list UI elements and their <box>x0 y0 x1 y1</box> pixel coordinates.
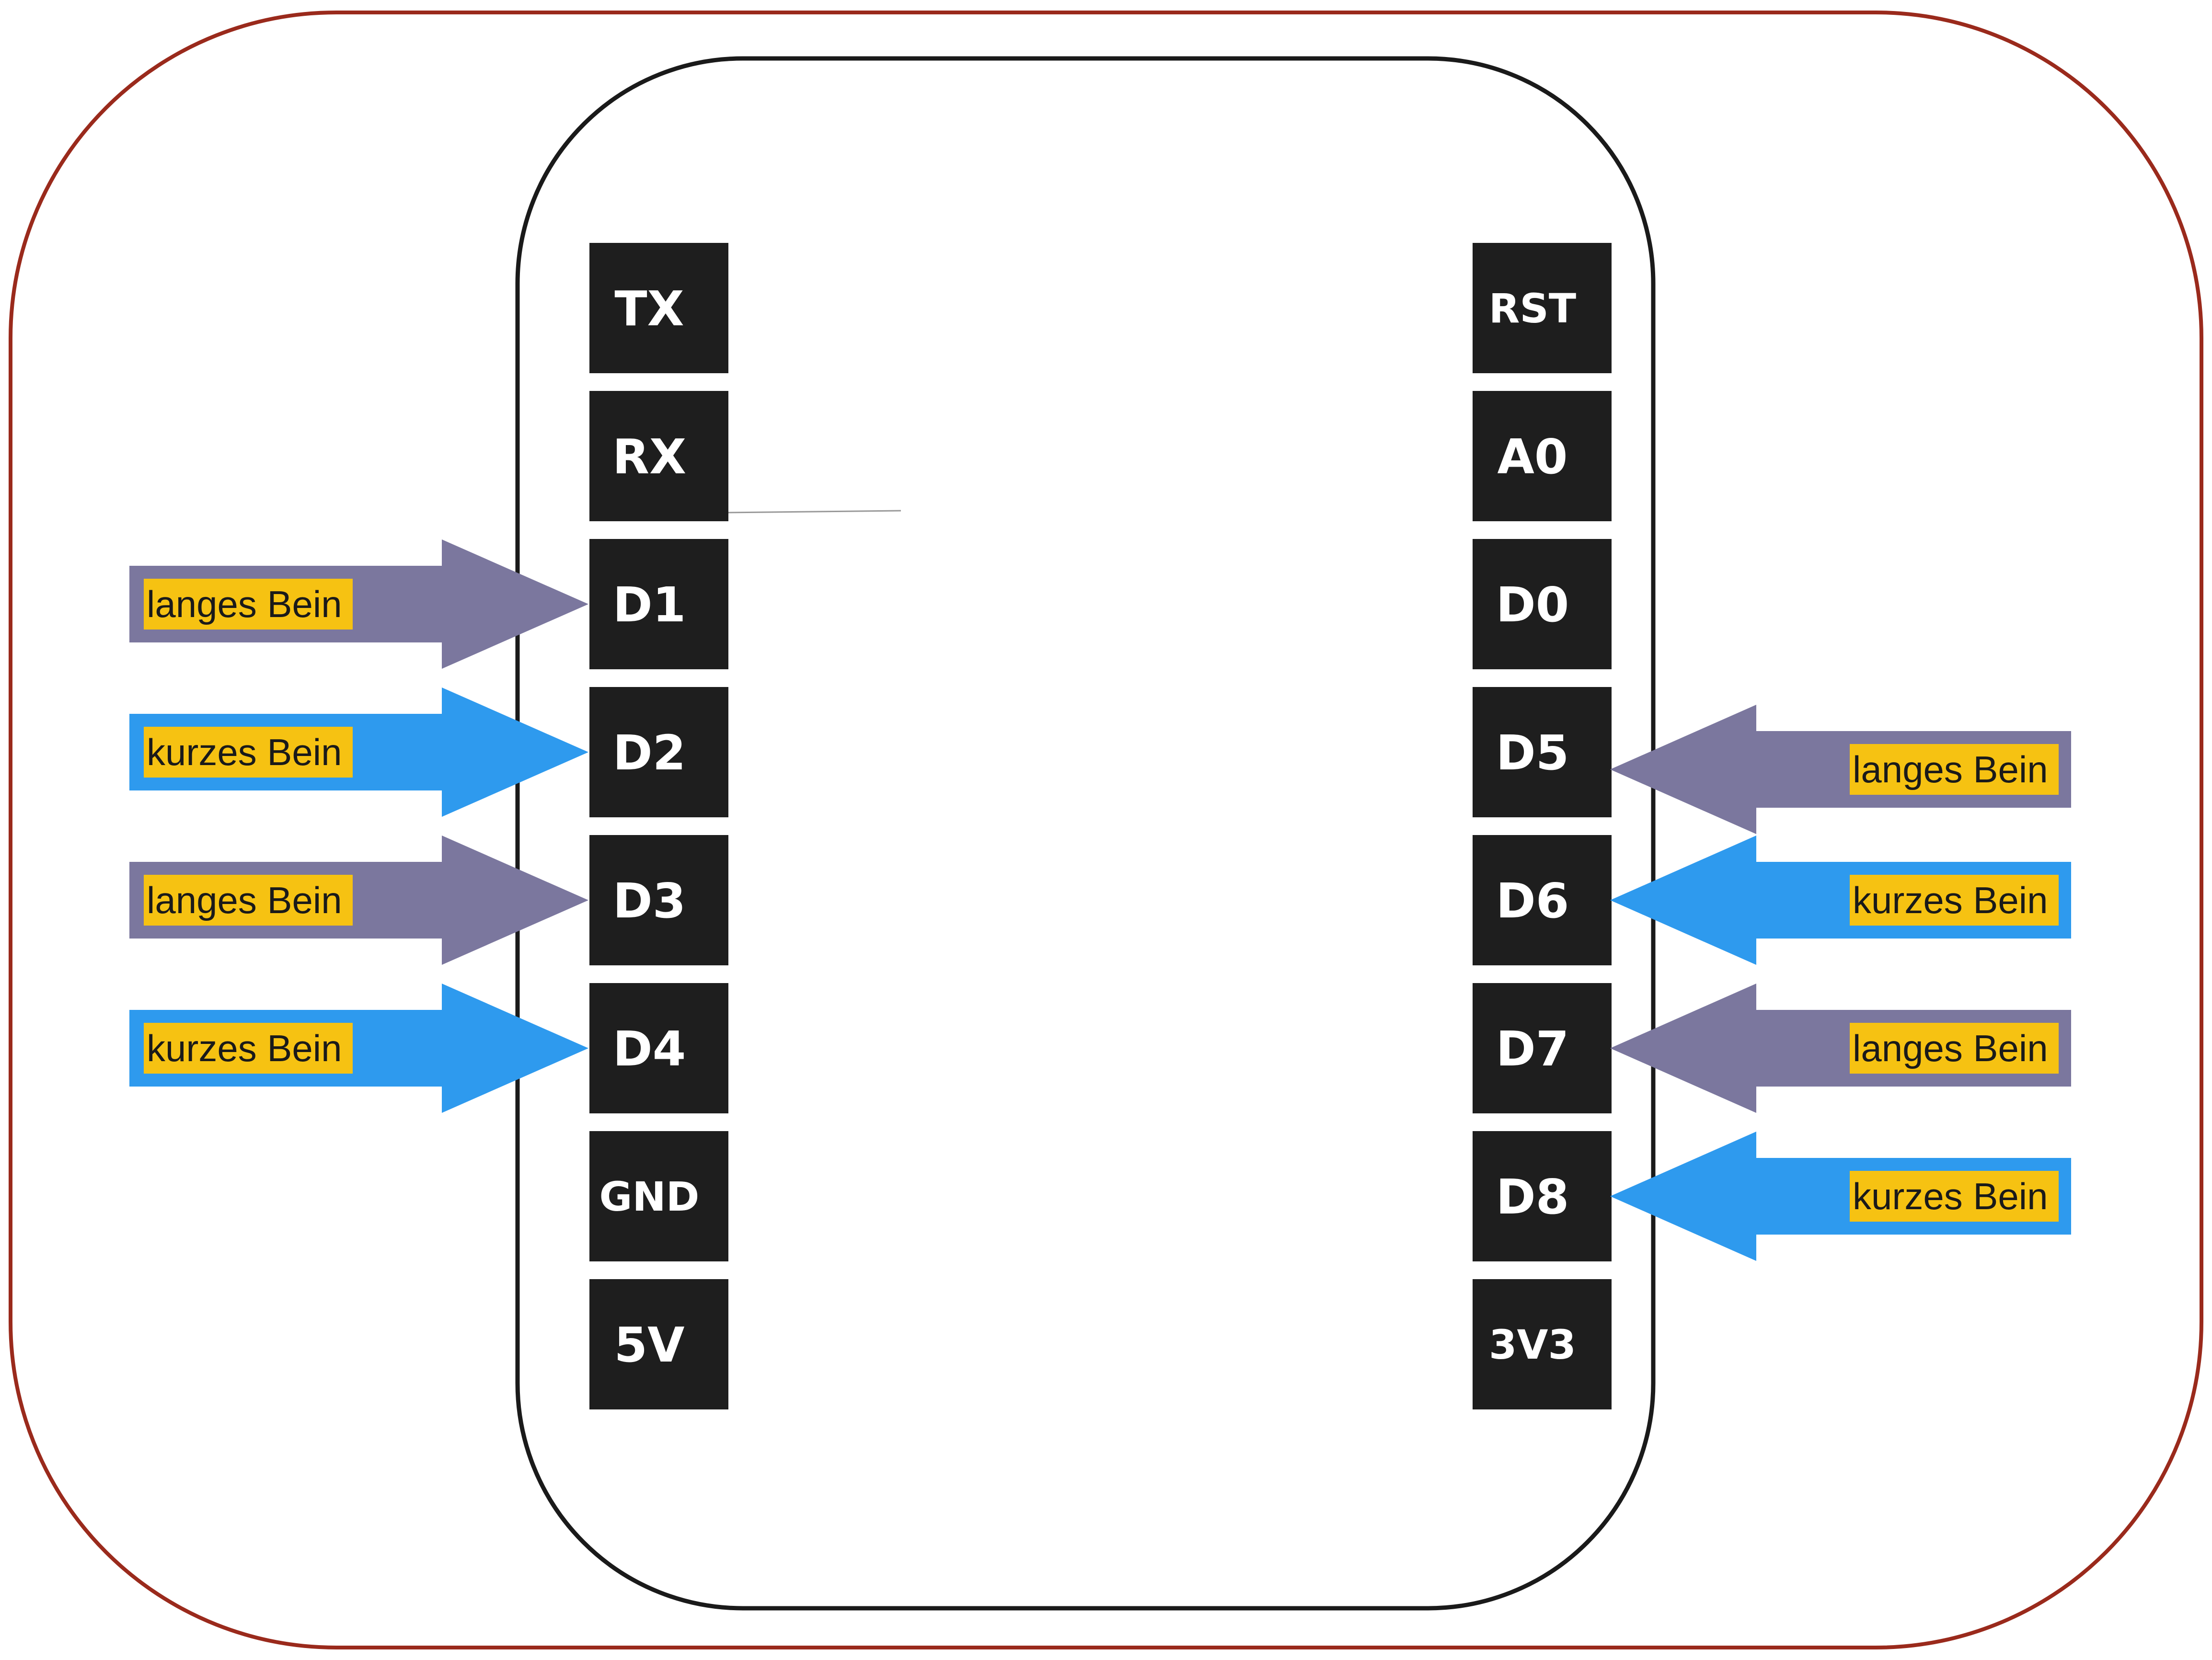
pin-rx: RX <box>589 391 728 521</box>
pin-box <box>1473 835 1612 965</box>
pin-box <box>589 983 728 1113</box>
label-highlight <box>144 579 353 630</box>
pin-label: D5 <box>1496 725 1569 781</box>
arrow-label: kurzes Bein <box>147 1027 342 1069</box>
arrow-label: kurzes Bein <box>1853 1175 2048 1217</box>
pin-box <box>1473 391 1612 521</box>
arrow-label: kurzes Bein <box>1853 879 2048 921</box>
pin-d1: D1 <box>589 539 728 669</box>
arrow-label: langes Bein <box>1853 748 2048 790</box>
long-leg-arrow <box>129 539 588 669</box>
label-highlight <box>144 875 353 926</box>
pin-box <box>1473 1131 1612 1261</box>
pin-d0: D0 <box>1473 539 1612 669</box>
label-highlight <box>144 727 353 778</box>
pin-rst: RST <box>1473 243 1612 373</box>
short-leg-arrow <box>129 984 588 1113</box>
pin-label: 3V3 <box>1489 1321 1576 1368</box>
pin-5v: 5V <box>589 1279 728 1409</box>
pin-label: D2 <box>613 725 686 781</box>
long-leg-arrow <box>129 836 588 965</box>
pin-d3: D3 <box>589 835 728 965</box>
pin-d2: D2 <box>589 687 728 817</box>
pin-label: 5V <box>614 1317 685 1373</box>
pin-box <box>1473 539 1612 669</box>
pin-label: D1 <box>613 577 686 633</box>
pin-box <box>589 835 728 965</box>
pin-box <box>589 687 728 817</box>
pin-label: D3 <box>613 873 686 929</box>
pin-box <box>1473 687 1612 817</box>
pin-box <box>1473 1279 1612 1409</box>
arrow-label: langes Bein <box>147 583 342 625</box>
pin-box <box>1473 983 1612 1113</box>
short-leg-arrow <box>1610 1132 2071 1261</box>
label-highlight <box>1850 744 2059 795</box>
pin-label: D0 <box>1496 577 1569 633</box>
pin-label: GND <box>599 1173 700 1220</box>
pin-label: RST <box>1489 285 1576 332</box>
pin-label: A0 <box>1498 429 1568 485</box>
label-highlight <box>1850 1023 2059 1074</box>
stray-line <box>726 510 901 514</box>
pin-3v3: 3V3 <box>1473 1279 1612 1409</box>
arrow-d7: langes Bein <box>1610 984 2071 1113</box>
label-highlight <box>1850 1171 2059 1222</box>
arrow-d8: kurzes Bein <box>1610 1132 2071 1261</box>
arrow-d1: langes Bein <box>129 539 588 669</box>
arrow-group-right: langes Bein kurzes Bein langes Bein kurzes … <box>1610 705 2071 1261</box>
pin-d6: D6 <box>1473 835 1612 965</box>
long-leg-arrow <box>1610 984 2071 1113</box>
arrow-d5: langes Bein <box>1610 705 2071 834</box>
board-outline <box>515 56 1656 1611</box>
pin-box <box>589 1279 728 1409</box>
arrow-label: kurzes Bein <box>147 731 342 773</box>
pin-label: D6 <box>1496 873 1569 929</box>
pin-d7: D7 <box>1473 983 1612 1113</box>
pin-d8: D8 <box>1473 1131 1612 1261</box>
label-highlight <box>144 1023 353 1074</box>
long-leg-arrow <box>1610 705 2071 834</box>
pin-d4: D4 <box>589 983 728 1113</box>
pin-label: RX <box>612 429 686 485</box>
arrow-group-left: langes Bein kurzes Bein langes Bein kurzes … <box>129 539 588 1113</box>
short-leg-arrow <box>1610 836 2071 965</box>
pin-tx: TX <box>589 243 728 373</box>
label-highlight <box>1850 875 2059 926</box>
pin-a0: A0 <box>1473 391 1612 521</box>
pin-box <box>589 539 728 669</box>
pin-label: TX <box>614 281 684 337</box>
pin-box <box>589 391 728 521</box>
pin-d5: D5 <box>1473 687 1612 817</box>
arrow-d3: langes Bein <box>129 836 588 965</box>
short-leg-arrow <box>129 687 588 817</box>
pin-label: D4 <box>613 1021 686 1077</box>
pin-box <box>589 243 728 373</box>
pin-label: D8 <box>1496 1169 1569 1225</box>
arrow-label: langes Bein <box>147 879 342 921</box>
arrow-d2: kurzes Bein <box>129 687 588 817</box>
arrow-d4: kurzes Bein <box>129 984 588 1113</box>
pin-gnd: GND <box>589 1131 728 1261</box>
pin-label: D7 <box>1496 1021 1569 1077</box>
arrow-label: langes Bein <box>1853 1027 2048 1069</box>
pin-box <box>589 1131 728 1261</box>
pin-box <box>1473 243 1612 373</box>
arrow-d6: kurzes Bein <box>1610 836 2071 965</box>
